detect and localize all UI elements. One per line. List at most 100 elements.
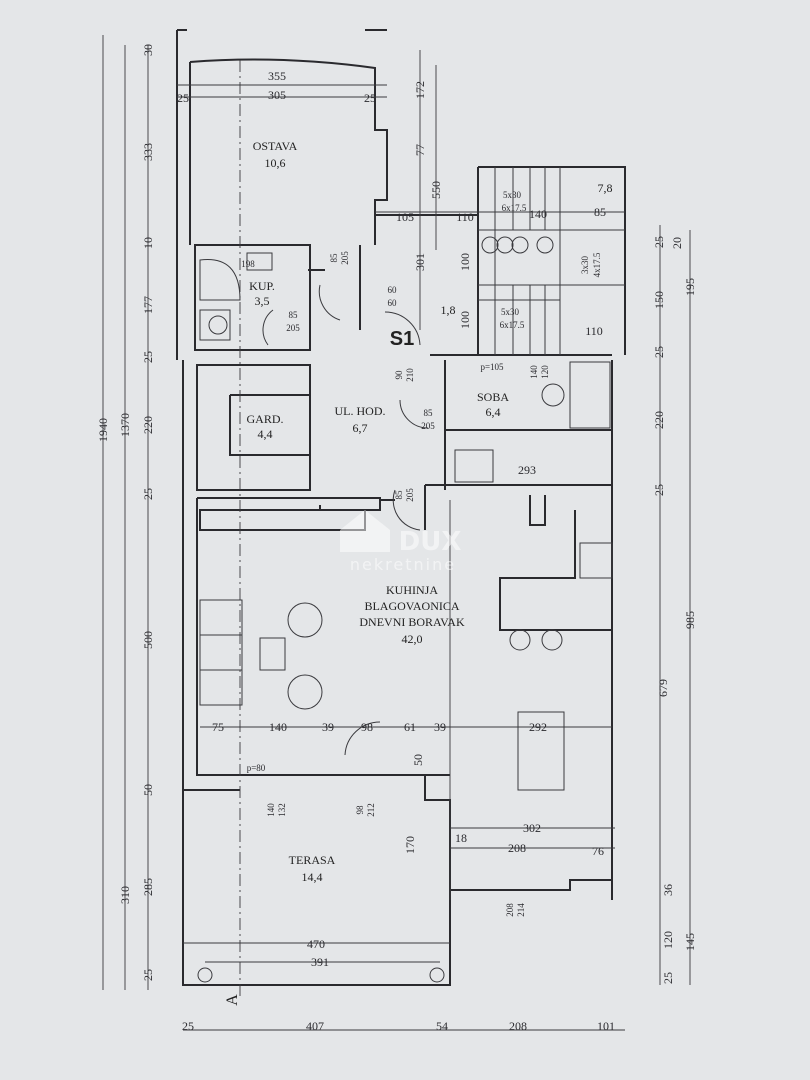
dim-label: 25	[652, 484, 666, 496]
dim-label: 25	[141, 969, 155, 981]
dim-label: 302	[523, 821, 541, 835]
dim-label: 310	[118, 886, 132, 904]
dim-label: 25	[661, 972, 675, 984]
dim-label: 25	[652, 236, 666, 248]
dim-label: 100	[458, 253, 472, 271]
dim-label: 18	[455, 831, 467, 845]
dim-label: 140	[529, 365, 539, 379]
dim-label: 25	[182, 1019, 194, 1033]
dim-label: 120	[661, 931, 675, 949]
dim-label: 39	[434, 720, 446, 734]
dim-label: 50	[141, 784, 155, 796]
dim-label: 205	[405, 488, 415, 502]
dim-label: 20	[670, 237, 684, 249]
dim-label: 985	[683, 611, 697, 629]
stair-label: 4x17.5	[592, 252, 602, 277]
dim-label: 110	[585, 324, 603, 338]
stair-landing-area: 7,8	[598, 181, 613, 195]
room-living-line2: BLAGOVAONICA	[364, 599, 459, 613]
room-terasa-name: TERASA	[289, 853, 336, 867]
dim-label: 76	[592, 844, 604, 858]
dim-label: 305	[268, 88, 286, 102]
room-ostava-area: 10,6	[265, 156, 286, 170]
dim-label: 85	[594, 205, 606, 219]
dim-label: 105	[396, 210, 414, 224]
dim-label: 220	[652, 411, 666, 429]
dim-label: 140	[266, 803, 276, 817]
room-living-line3: DNEVNI BORAVAK	[359, 615, 465, 629]
dim-label: 150	[652, 291, 666, 309]
dim-label: 198	[241, 259, 255, 269]
dim-label: 30	[141, 44, 155, 56]
room-kup-name: KUP.	[249, 279, 275, 293]
marker-s1: S1	[390, 328, 414, 350]
watermark-sub: nekretnine	[350, 555, 456, 574]
dim-label: 10	[141, 237, 155, 249]
dim-label: 85	[289, 310, 299, 320]
dim-label: 292	[529, 720, 547, 734]
house-logo-icon	[340, 510, 390, 552]
section-marker-a: A	[224, 994, 241, 1006]
dim-label: 54	[436, 1019, 448, 1033]
dim-label: 500	[141, 631, 155, 649]
dim-label: 140	[529, 207, 547, 221]
dim-label: 145	[683, 933, 697, 951]
dim-label: 36	[661, 884, 675, 896]
dim-label: p=105	[480, 362, 504, 372]
dim-label: 50	[411, 754, 425, 766]
room-labels: OSTAVA 10,6 KUP. 3,5 GARD. 4,4 UL. HOD. …	[224, 139, 613, 1006]
dim-label: 90	[394, 370, 404, 380]
stair-label: 5x30	[503, 190, 522, 200]
dim-label: 1940	[96, 418, 110, 442]
dim-label: 39	[322, 720, 334, 734]
room-living-line1: KUHINJA	[386, 583, 438, 597]
dim-label: 391	[311, 955, 329, 969]
dim-label: 208	[509, 1019, 527, 1033]
stair-label: 5x30	[501, 307, 520, 317]
dim-label: 120	[540, 365, 550, 379]
stair-label: 6x17.5	[500, 320, 525, 330]
dim-label: 101	[597, 1019, 615, 1033]
dim-label: 407	[306, 1019, 324, 1033]
stair-label: 3x30	[580, 256, 590, 275]
dimension-lines	[102, 35, 691, 1031]
stair-labels: 5x30 6x17.5 3x30 4x17.5 5x30 6x17.5	[500, 190, 602, 330]
dim-label: 110	[456, 210, 474, 224]
dim-label: 210	[405, 368, 415, 382]
dim-label: 25	[364, 91, 376, 105]
room-living-area: 42,0	[402, 632, 423, 646]
dim-label: 301	[413, 253, 427, 271]
dim-label: 85	[424, 408, 434, 418]
dim-label: 205	[340, 251, 350, 265]
dim-label: 75	[212, 720, 224, 734]
dim-label: 333	[141, 143, 155, 161]
dim-label: 61	[404, 720, 416, 734]
dim-label: 98	[361, 720, 373, 734]
dim-label: 212	[366, 803, 376, 817]
room-gard-name: GARD.	[246, 412, 283, 426]
dim-label: p=80	[247, 763, 266, 773]
dim-label: 85	[329, 253, 339, 263]
dim-label: 25	[141, 488, 155, 500]
room-kup-area: 3,5	[255, 294, 270, 308]
dim-label: 77	[413, 144, 427, 156]
dim-label: 25	[177, 91, 189, 105]
dim-label: 293	[518, 463, 536, 477]
dim-label: 679	[656, 679, 670, 697]
furniture	[197, 60, 625, 1000]
room-ulhod-name: UL. HOD.	[335, 404, 386, 418]
dim-label: 172	[413, 81, 427, 99]
dim-label: 214	[516, 903, 526, 917]
dim-label: 1370	[118, 413, 132, 437]
stair-label: 6x17.5	[502, 203, 527, 213]
room-soba-name: SOBA	[477, 390, 509, 404]
dim-label: 98	[355, 805, 365, 815]
watermark-logo: DUX nekretnine	[340, 510, 461, 574]
dim-label: 25	[652, 346, 666, 358]
dim-label: 208	[508, 841, 526, 855]
room-gard-area: 4,4	[258, 427, 273, 441]
dim-label: 60	[388, 285, 398, 295]
dim-label: 285	[141, 878, 155, 896]
